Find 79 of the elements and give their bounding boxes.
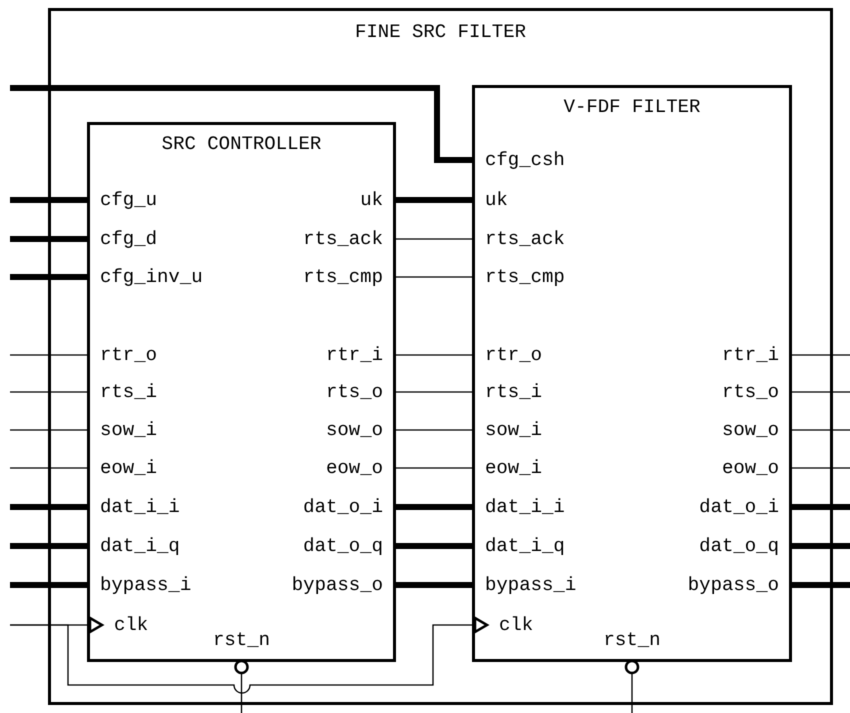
port-label: bypass_o bbox=[292, 572, 393, 598]
signal-wire bbox=[789, 354, 850, 356]
port-label: bypass_o bbox=[688, 572, 789, 598]
signal-wire bbox=[10, 85, 475, 163]
port-label: sow_o bbox=[722, 417, 789, 443]
port-label: dat_o_i bbox=[699, 494, 789, 520]
clock-wire bbox=[10, 616, 488, 694]
module-block bbox=[472, 85, 792, 662]
port-label: rts_i bbox=[90, 379, 158, 405]
port-label: rtr_o bbox=[90, 342, 158, 368]
port-label: clk bbox=[475, 612, 534, 638]
port-label: eow_i bbox=[475, 455, 542, 481]
signal-wire bbox=[393, 543, 475, 549]
port-label: rts_o bbox=[326, 379, 393, 405]
signal-wire bbox=[789, 504, 850, 510]
port-label: rts_ack bbox=[475, 226, 565, 252]
port-label: rts_ack bbox=[303, 226, 393, 252]
port-label: dat_i_q bbox=[90, 533, 180, 559]
port-label: rst_n bbox=[213, 629, 270, 659]
port-label: rst_n bbox=[604, 629, 660, 659]
port-label: dat_o_q bbox=[699, 533, 789, 559]
port-label: rtr_o bbox=[475, 342, 542, 368]
signal-wire bbox=[393, 391, 475, 393]
port-label: dat_i_i bbox=[475, 494, 565, 520]
signal-wire bbox=[393, 504, 475, 510]
port-label: rtr_i bbox=[722, 342, 789, 368]
port-label: rtr_i bbox=[326, 342, 393, 368]
port-label: bypass_i bbox=[475, 572, 576, 598]
signal-wire bbox=[10, 197, 90, 203]
signal-wire bbox=[789, 543, 850, 549]
port-label: sow_i bbox=[90, 417, 158, 443]
port-label: cfg_inv_u bbox=[90, 264, 203, 290]
signal-wire bbox=[10, 236, 90, 242]
port-label: dat_i_i bbox=[90, 494, 180, 520]
port-label: cfg_u bbox=[90, 187, 158, 213]
port-label: dat_o_q bbox=[303, 533, 393, 559]
port-label: rts_cmp bbox=[475, 264, 565, 290]
module-block bbox=[87, 122, 396, 662]
reset-wire bbox=[624, 659, 640, 713]
signal-wire bbox=[393, 197, 475, 203]
port-label: dat_o_i bbox=[303, 494, 393, 520]
port-label: sow_i bbox=[475, 417, 542, 443]
signal-wire bbox=[10, 582, 90, 588]
signal-wire bbox=[393, 467, 475, 469]
port-label: cfg_d bbox=[90, 226, 158, 252]
signal-wire bbox=[10, 543, 90, 549]
block-title: SRC CONTROLLER bbox=[160, 133, 322, 155]
port-label: eow_o bbox=[722, 455, 789, 481]
signal-wire bbox=[10, 274, 90, 280]
module-block bbox=[48, 8, 833, 705]
port-label: rts_cmp bbox=[303, 264, 393, 290]
signal-wire bbox=[10, 391, 90, 393]
signal-wire bbox=[393, 354, 475, 356]
signal-wire bbox=[789, 467, 850, 469]
signal-wire bbox=[10, 354, 90, 356]
signal-wire bbox=[10, 504, 90, 510]
block-title: V-FDF FILTER bbox=[562, 96, 702, 118]
reset-wire bbox=[234, 659, 249, 713]
port-label: sow_o bbox=[326, 417, 393, 443]
block-title: FINE SRC FILTER bbox=[354, 21, 528, 43]
signal-wire bbox=[393, 582, 475, 588]
signal-wire bbox=[10, 429, 90, 431]
port-label: uk bbox=[360, 187, 393, 213]
signal-wire bbox=[393, 238, 475, 240]
signal-wire bbox=[789, 391, 850, 393]
signal-wire bbox=[10, 467, 90, 469]
port-label: cfg_csh bbox=[475, 147, 565, 173]
port-label: rts_o bbox=[722, 379, 789, 405]
port-label: uk bbox=[475, 187, 508, 213]
signal-wire bbox=[789, 582, 850, 588]
port-label: rts_i bbox=[475, 379, 542, 405]
port-label: bypass_i bbox=[90, 572, 192, 598]
signal-wire bbox=[393, 429, 475, 431]
signal-wire bbox=[393, 276, 475, 278]
port-label: clk bbox=[90, 612, 148, 638]
port-label: dat_i_q bbox=[475, 533, 565, 559]
port-label: eow_i bbox=[90, 455, 158, 481]
port-label: eow_o bbox=[326, 455, 393, 481]
signal-wire bbox=[789, 429, 850, 431]
